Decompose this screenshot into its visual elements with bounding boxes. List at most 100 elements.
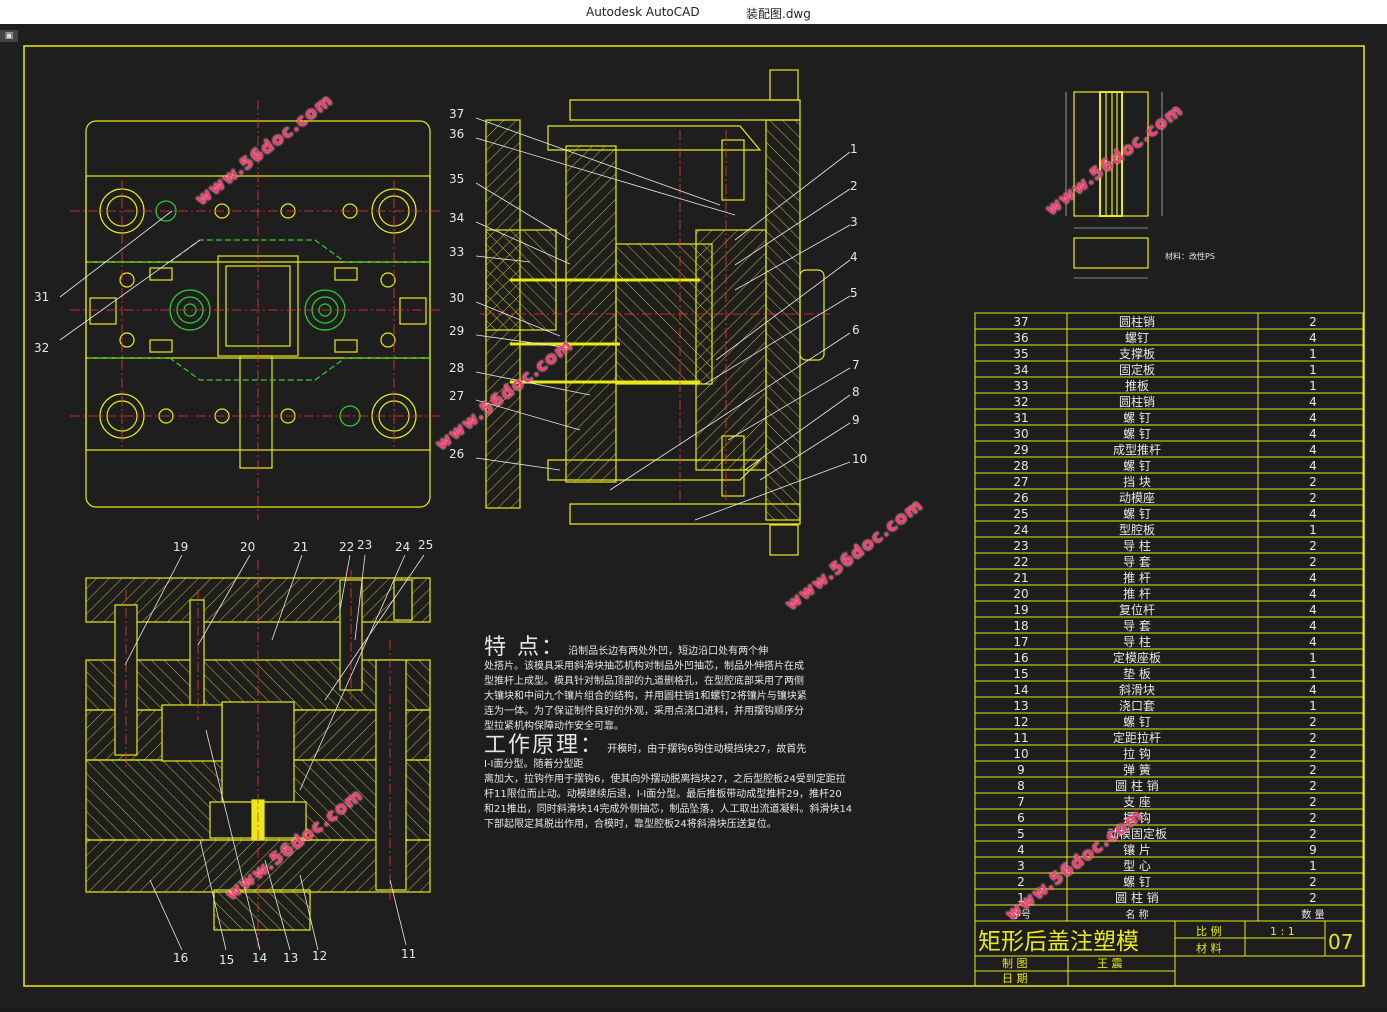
bom-cell-qty: 2 [1309,827,1317,841]
plan-view-green [88,200,430,427]
callout-22: 22 [339,540,354,554]
bom-cell-qty: 2 [1309,875,1317,889]
bom-cell-qty: 2 [1309,779,1317,793]
drawing-number: 07 [1328,930,1353,954]
callout-28: 28 [449,361,464,375]
bom-cell-name: 垫 板 [1123,666,1151,681]
bom-cell-qty: 2 [1309,731,1317,745]
callout-24: 24 [395,540,410,554]
corner-tab[interactable]: ▣ [0,30,18,42]
callout-23: 23 [357,538,372,552]
bom-cell-qty: 4 [1309,683,1317,697]
feature-line-1: 处搭片。该模具采用斜滑块抽芯机构对制品外凹抽芯，制品外伸搭片在成 [484,661,804,672]
bom-cell-no: 33 [1013,379,1028,393]
bom-cell-name: 成型推杆 [1113,443,1161,457]
bom-cell-qty: 1 [1309,651,1317,665]
callout-10: 10 [852,452,867,466]
callout-21: 21 [293,540,308,554]
bom-header-qty: 数 量 [1301,908,1324,921]
bom-cell-qty: 4 [1309,603,1317,617]
bom-cell-no: 32 [1013,395,1028,409]
bom-cell-no: 21 [1013,571,1028,585]
drawing-canvas[interactable]: 材料：改性PS [0,24,1387,1008]
drawing-border [23,45,1365,987]
principle-line-1: I-I面分型。随着分型距 [484,759,584,770]
callout-36: 36 [449,127,464,141]
bom-cell-no: 36 [1013,331,1028,345]
principle-title: 工作原理： [484,733,605,758]
title-block [974,920,1364,987]
feature-line-2: 型推杆上成型。模具针对制品顶部的九道删格孔，在型腔底部采用了两侧 [484,676,804,687]
bom-cell-qty: 2 [1309,715,1317,729]
feature-line-4: 连为一体。为了保证制件良好的外观，采用点浇口进料，并用摆钩顺序分 [484,706,804,717]
drawn-by: 王 震 [1097,957,1123,970]
material-label: 材 料 [1196,941,1222,955]
callout-14: 14 [252,951,267,965]
bom-cell-no: 17 [1013,635,1028,649]
callout-31: 31 [34,290,49,304]
scale-label: 比 例 [1196,924,1222,938]
drawn-label: 制 图 [1002,957,1028,970]
callout-12: 12 [312,949,327,963]
bom-cell-qty: 2 [1309,891,1317,905]
bom-cell-no: 37 [1013,315,1028,329]
bom-cell-name: 型 心 [1123,859,1151,873]
bom-cell-no: 34 [1013,363,1028,377]
bom-cell-name: 推 杆 [1123,571,1151,585]
callout-27: 27 [449,389,464,403]
bom-cell-no: 1 [1017,891,1025,905]
bom-cell-no: 35 [1013,347,1028,361]
callout-9: 9 [852,413,860,427]
bom-cell-name: 导 套 [1123,555,1151,569]
bom-cell-qty: 2 [1309,491,1317,505]
bom-cell-no: 30 [1013,427,1028,441]
bom-cell-no: 4 [1017,843,1025,857]
bom-cell-name: 支撑板 [1119,346,1155,361]
bom-cell-name: 弹 簧 [1123,762,1151,777]
bom-cell-name: 定模座板 [1113,650,1161,665]
bom-cell-qty: 4 [1309,459,1317,473]
bom-cell-no: 26 [1013,491,1028,505]
bom-cell-name: 螺 钉 [1123,427,1151,441]
bom-cell-no: 2 [1017,875,1025,889]
bom-header-no: 序号 [1011,908,1031,921]
bom-cell-no: 9 [1017,763,1025,777]
date-label: 日 期 [1002,972,1028,985]
bom-cell-name: 螺 钉 [1123,411,1151,425]
callout-13: 13 [283,951,298,965]
bom-cell-qty: 4 [1309,507,1317,521]
bom-cell-name: 螺钉 [1125,331,1149,345]
principle-line-3: 杆11限位而止动。动模继续后退，I-I面分型。最后推板带动成型推杆29，推杆20 [484,789,842,800]
bom-cell-name: 动模固定板 [1107,826,1167,841]
callout-37: 37 [449,107,464,121]
feature-line-0: 沿制品长边有两处外凹，短边沿口处有两个伸 [568,646,769,657]
cad-drawing[interactable]: 材料：改性PS [0,24,1387,1008]
bom-cell-no: 14 [1013,683,1028,697]
bom-cell-qty: 1 [1309,379,1317,393]
bom-cell-qty: 1 [1309,667,1317,681]
callout-11: 11 [401,947,416,961]
bom-cell-name: 导 套 [1123,619,1151,633]
bom-cell-name: 圆柱销 [1119,394,1155,409]
bom-table [974,312,1364,922]
feature-line-3: 大镶块和中间九个镶片组合的结构，并用圆柱销1和螺钉2将镶片与镶块紧 [484,691,807,702]
callout-2: 2 [850,179,858,193]
callout-26: 26 [449,447,464,461]
principle-line-2: 离加大，拉钩作用于摆钩6，使其向外摆动脱离挡块27，之后型腔板24受到定距拉 [484,774,846,785]
bom-cell-qty: 4 [1309,411,1317,425]
bom-cell-no: 18 [1013,619,1028,633]
bom-cell-qty: 4 [1309,395,1317,409]
bom-cell-no: 12 [1013,715,1028,729]
bom-cell-no: 23 [1013,539,1028,553]
bom-cell-qty: 2 [1309,539,1317,553]
bom-cell-qty: 4 [1309,427,1317,441]
principle-line-4: 和21推出，同时斜滑块14完成外侧抽芯，制品坠落，人工取出流道凝料。斜滑块14 [484,804,853,815]
bom-cell-no: 6 [1017,811,1025,825]
callout-15: 15 [219,953,234,967]
drawing-title: 矩形后盖注塑模 [978,929,1139,955]
side-section [485,69,825,556]
bom-cell-qty: 1 [1309,859,1317,873]
callout-20: 20 [240,540,255,554]
callout-3: 3 [850,215,858,229]
bom-cell-qty: 2 [1309,811,1317,825]
